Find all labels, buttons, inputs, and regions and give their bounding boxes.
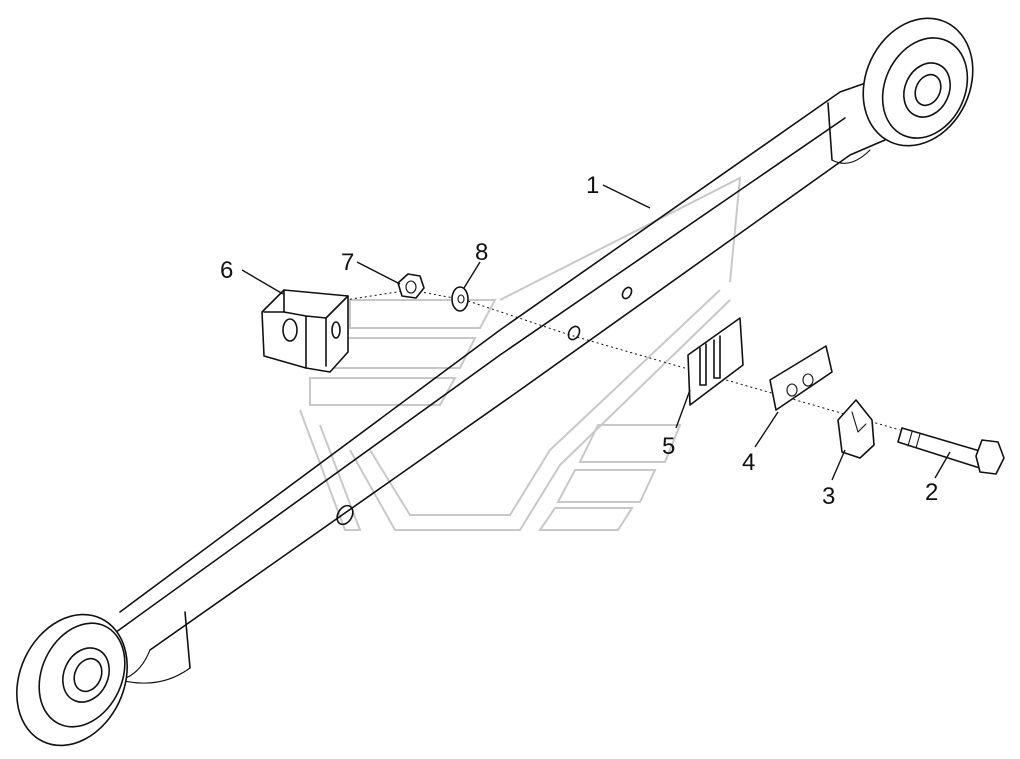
leader-7 <box>356 261 401 285</box>
u-bracket <box>261 289 349 373</box>
callout-2: 2 <box>925 479 938 506</box>
leader-5 <box>675 389 691 429</box>
callout-5: 5 <box>662 433 675 460</box>
callout-8: 8 <box>475 239 488 266</box>
leader-3 <box>831 449 846 481</box>
lower-link-arm <box>16 17 974 747</box>
leader-6 <box>241 269 284 295</box>
bolt <box>897 427 1005 475</box>
link-plate <box>769 345 833 411</box>
callout-4: 4 <box>742 449 755 476</box>
callout-1: 1 <box>586 172 599 199</box>
leader-2 <box>934 451 951 479</box>
hex-nut <box>397 273 425 299</box>
shim-plate <box>687 317 744 406</box>
leader-4 <box>754 411 779 448</box>
leader-lines <box>241 184 951 481</box>
callout-7: 7 <box>341 249 354 276</box>
watermark-logo <box>299 176 742 531</box>
callout-6: 6 <box>220 257 233 284</box>
washer <box>451 286 469 312</box>
leader-1 <box>602 184 651 209</box>
callout-labels: 1 2 3 4 5 6 7 8 <box>220 172 938 510</box>
callout-3: 3 <box>822 483 835 510</box>
retaining-clip <box>837 399 875 459</box>
leader-8 <box>463 261 481 289</box>
